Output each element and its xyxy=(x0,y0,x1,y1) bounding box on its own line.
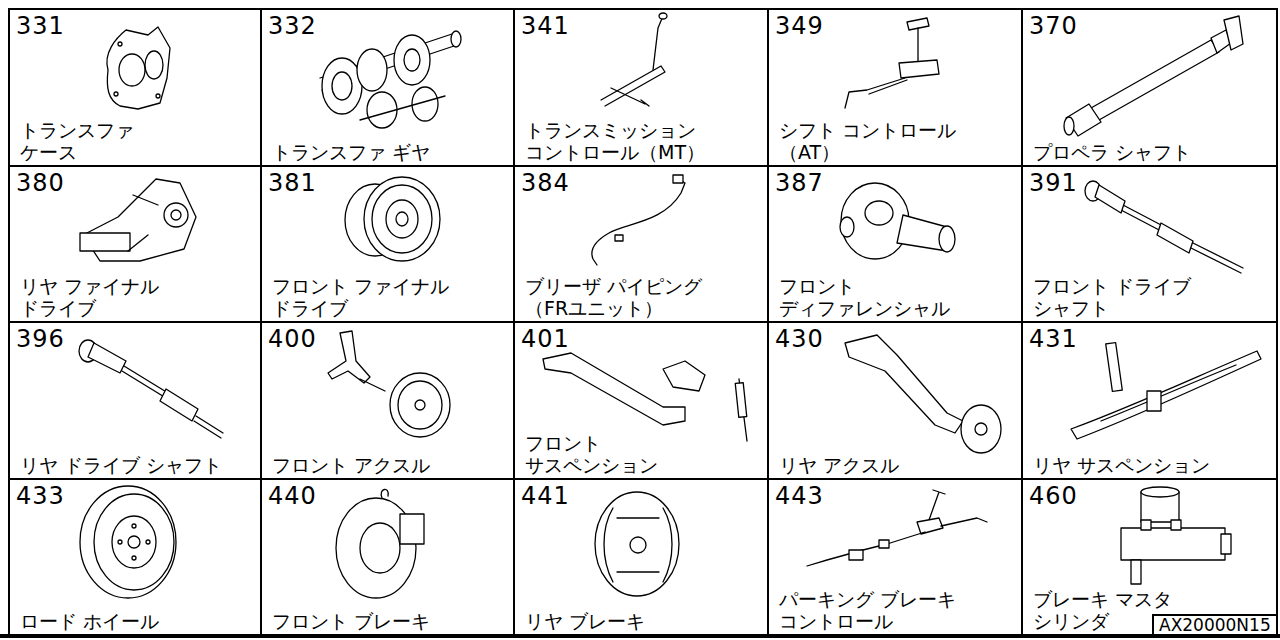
rear-final-drive-drawing xyxy=(80,179,196,261)
at-shift-drawing xyxy=(845,18,939,108)
part-name: トランスファ ケース xyxy=(20,119,150,163)
drawing-number: AX20000N15 xyxy=(1159,616,1271,634)
index-cell: 332 トランスファ ギヤ xyxy=(260,8,515,167)
callout-number: 380 xyxy=(16,169,65,197)
index-cell: 431 リヤ サスペンション xyxy=(1021,321,1278,480)
front-suspension-drawing xyxy=(543,353,747,441)
index-cell: 443 パーキング ブレーキ コントロール xyxy=(767,478,1023,636)
index-cell: 387 フロント ディファレンシャル xyxy=(767,165,1023,323)
index-cell: 331 トランスファ ケース xyxy=(8,8,262,167)
callout-number: 341 xyxy=(521,12,570,40)
index-cell: 391 フロント ドライブ シャフト xyxy=(1021,165,1278,323)
part-name: ブリーザ パイピング （FRユニット） xyxy=(525,275,715,319)
transfer-gear-drawing xyxy=(320,31,461,128)
part-name: トランスファ ギヤ xyxy=(272,141,430,163)
front-final-drive-drawing xyxy=(345,177,440,261)
index-cell: 460ブレーキ マスタ シリンダAX20000N15 xyxy=(1021,478,1278,636)
road-wheel-drawing xyxy=(80,486,176,598)
rear-suspension-drawing xyxy=(1071,343,1261,439)
part-name: フロント アクスル xyxy=(272,454,430,476)
part-name: プロペラ シャフト xyxy=(1033,141,1191,163)
index-cell: 380 リヤ ファイナル ドライブ xyxy=(8,165,262,323)
index-cell: 401 フロント サスペンション xyxy=(513,321,769,480)
index-cell: 433 ロード ホイール xyxy=(8,478,262,636)
propeller-shaft-drawing xyxy=(1064,16,1243,136)
callout-number: 396 xyxy=(16,325,65,353)
drawing-number-box: AX20000N15 xyxy=(1152,614,1278,636)
part-name: フロント ディファレンシャル xyxy=(779,275,959,319)
part-name: リヤ アクスル xyxy=(779,454,899,476)
callout-number: 387 xyxy=(775,169,824,197)
callout-number: 433 xyxy=(16,482,65,510)
callout-number: 384 xyxy=(521,169,570,197)
front-brake-drawing xyxy=(336,489,424,598)
callout-number: 460 xyxy=(1029,482,1078,510)
part-name: フロント サスペンション xyxy=(525,432,675,476)
front-differential-drawing xyxy=(840,183,955,259)
index-cell: 441 リヤ ブレーキ xyxy=(513,478,769,636)
part-name: フロント ブレーキ xyxy=(272,610,430,632)
callout-number: 401 xyxy=(521,325,570,353)
part-name: ロード ホイール xyxy=(20,610,159,632)
callout-number: 381 xyxy=(268,169,317,197)
part-name: シフト コントロール （AT） xyxy=(779,119,969,163)
callout-number: 431 xyxy=(1029,325,1078,353)
callout-number: 331 xyxy=(16,12,65,40)
callout-number: 332 xyxy=(268,12,317,40)
index-cell: 400 フロント アクスル xyxy=(260,321,515,480)
callout-number: 400 xyxy=(268,325,317,353)
callout-number: 349 xyxy=(775,12,824,40)
index-cell: 370 プロペラ シャフト xyxy=(1021,8,1278,167)
index-cell: 440 フロント ブレーキ xyxy=(260,478,515,636)
callout-number: 441 xyxy=(521,482,570,510)
index-cell: 396 リヤ ドライブ シャフト xyxy=(8,321,262,480)
index-cell: 341 トランスミッション コントロール（MT） xyxy=(513,8,769,167)
index-cell: 384 ブリーザ パイピング （FRユニット） xyxy=(513,165,769,323)
index-cell: 381 フロント ファイナル ドライブ xyxy=(260,165,515,323)
parking-brake-drawing xyxy=(807,490,987,566)
callout-number: 391 xyxy=(1029,169,1078,197)
part-name: パーキング ブレーキ コントロール xyxy=(779,588,969,632)
index-cell: 349 シフト コントロール （AT） xyxy=(767,8,1023,167)
transfer-case-drawing xyxy=(107,27,170,109)
part-name: リヤ ファイナル ドライブ xyxy=(20,275,170,319)
rear-drive-shaft-drawing xyxy=(79,340,223,438)
front-drive-shaft-drawing xyxy=(1085,181,1243,273)
part-name: リヤ ドライブ シャフト xyxy=(20,454,222,476)
mt-control-drawing xyxy=(601,13,667,106)
callout-number: 430 xyxy=(775,325,824,353)
index-cell: 430 リヤ アクスル xyxy=(767,321,1023,480)
part-name: フロント ファイナル ドライブ xyxy=(272,275,462,319)
rear-brake-drawing xyxy=(595,492,679,596)
rear-axle-drawing xyxy=(845,335,1001,453)
callout-number: 443 xyxy=(775,482,824,510)
callout-number: 370 xyxy=(1029,12,1078,40)
front-axle-drawing xyxy=(328,331,450,437)
master-cylinder-drawing xyxy=(1121,487,1231,584)
part-name: フロント ドライブ シャフト xyxy=(1033,275,1203,319)
breather-pipe-drawing xyxy=(592,175,685,265)
part-name: リヤ サスペンション xyxy=(1033,454,1210,476)
callout-number: 440 xyxy=(268,482,317,510)
part-name: トランスミッション コントロール（MT） xyxy=(525,119,725,163)
part-name: リヤ ブレーキ xyxy=(525,610,645,632)
